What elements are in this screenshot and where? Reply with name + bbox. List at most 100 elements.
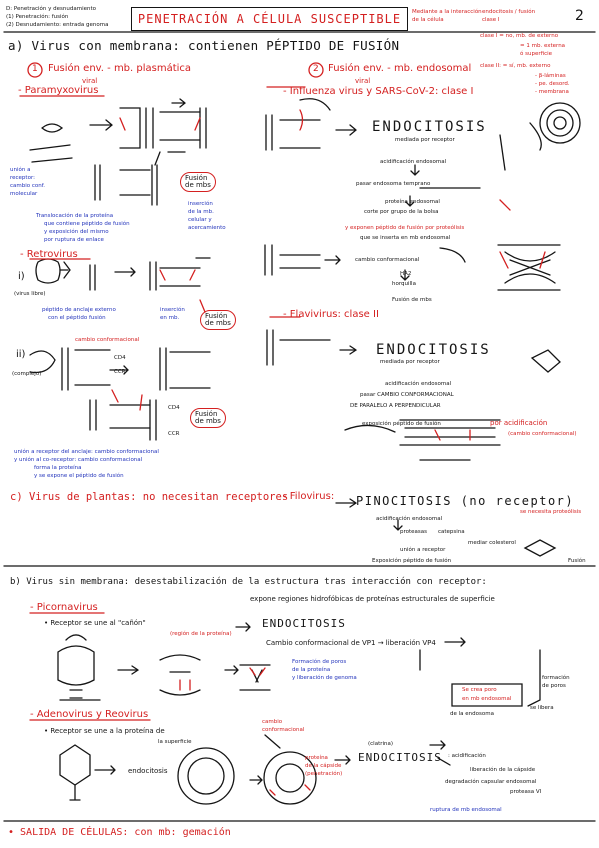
vp-red-1: Se crea poro <box>462 687 497 693</box>
right-fusion-title: Fusión env. - mb. endosomal <box>328 63 472 74</box>
side-note-4: clase I <box>482 17 500 23</box>
clatrina-label: (clatrina) <box>368 741 394 747</box>
footer-salida: • SALIDA DE CÉLULAS: con mb: gemación <box>8 827 231 838</box>
degradacion-label: degradación capsular endosomal <box>445 779 537 785</box>
influenza-heading: - Influenza virus y SARS-CoV-2: clase I <box>283 86 474 97</box>
filovirus-heading: - Filovirus: <box>283 491 335 502</box>
formacion-2: de poros <box>542 683 566 689</box>
side-note-2: de la célula <box>412 17 444 23</box>
clase-note-4: clase II: = sí, mb. externo <box>480 63 551 69</box>
fusion-note-4: acercamiento <box>188 225 226 231</box>
picorna-note: • Receptor se une al "cañón" <box>44 619 146 627</box>
acidif2-label: acidificación endosomal <box>385 381 452 387</box>
transloc-note-4: por ruptura de enlace <box>44 237 104 243</box>
clase-note-3: ó superficie <box>520 51 553 57</box>
formacion-1: formación <box>542 675 570 681</box>
label-two: 2 <box>313 64 319 74</box>
section-b-heading: b) Virus sin membrana: desestabilización… <box>10 577 487 587</box>
acidif-sub: pasar endosoma temprano <box>356 181 431 187</box>
adeno-endocitosis: ENDOCITOSIS <box>358 751 442 764</box>
vp-note-3: y liberación de genoma <box>292 675 357 681</box>
ccr-label-1: CCR <box>114 369 126 375</box>
picorna-heading: - Picornavirus <box>30 602 98 613</box>
fusion-note-3: celular y <box>188 217 212 223</box>
cd4-label-1: CD4 <box>114 355 126 361</box>
exposicion-label: exposición péptido de fusión <box>362 421 441 427</box>
retro-i-note-2: con el péptido fusión <box>48 315 106 321</box>
side-note-1: Mediante a la interacción <box>412 9 482 15</box>
pino-sub: acidificación endosomal <box>376 516 443 522</box>
prot-endo-label: proteína endosomal <box>385 199 440 205</box>
endo-small-label: endocitosis <box>128 767 168 775</box>
fusion-box-2-line1: Fusión <box>205 312 228 320</box>
cambio-conf-b-2: conformacional <box>262 727 305 733</box>
fusion-box-3-line1: Fusión <box>195 410 218 418</box>
exponen-label: y exponen péptido de fusión por proteóli… <box>345 225 465 231</box>
clase-note-1: clase I = no, mb. de externo <box>480 33 559 39</box>
cambios-label: cambio conformacional <box>355 257 420 263</box>
retro-note-2: y unión al co-receptor: cambio conformac… <box>14 457 143 463</box>
vp-note-2: de la proteína <box>292 667 331 673</box>
retro-ii-sub: (complejo) <box>12 371 42 377</box>
left-fusion-title: Fusión env. - mb. plasmática <box>48 63 192 74</box>
retro-i-note-1: péptido de anclaje externo <box>42 307 116 313</box>
receptor-note-2: receptor: <box>10 175 35 181</box>
receptor-note-4: molecular <box>10 191 38 197</box>
retro-i-sub: (virus libre) <box>14 291 46 297</box>
proteasas-sub2: mediar colesterol <box>468 540 516 546</box>
cambio-conf-b-1: cambio <box>262 719 283 725</box>
picorna-note-2: (región de la proteína) <box>170 631 232 637</box>
retro-i-note-4: en mb. <box>160 315 180 321</box>
fusion-box-3-line2: de mbs <box>195 417 221 425</box>
fusion-note-2: de la mb. <box>188 209 214 215</box>
retro-note-1: unión a receptor del anclaje: cambio con… <box>14 449 159 455</box>
page-title: PENETRACIÓN A CÉLULA SUSCEPTIBLE <box>131 7 408 31</box>
se-libera-2: de la endosoma <box>450 711 494 717</box>
horquilla-label: horquilla <box>392 281 416 287</box>
fusion-mbs-label: Fusión de mbs <box>392 297 432 303</box>
side-note-3: endocitosis / fusión <box>482 9 536 15</box>
fusion-box-1-line1: Fusión <box>185 174 208 182</box>
transloc-note-2: que contiene péptido de fusión <box>44 221 130 227</box>
pinocitosis-label: PINOCITOSIS (no receptor) <box>356 494 575 508</box>
acidif-b-label: : acidificación <box>448 753 486 759</box>
fusion-note-1: inserción <box>188 201 213 207</box>
endocitosis-sub-1: mediada por receptor <box>395 137 455 143</box>
endocitosis-sub-2: mediada por receptor <box>380 359 440 365</box>
section-a-heading: a) Virus con membrana: contienen PÉPTIDO… <box>8 38 400 53</box>
fusion-box-1-line2: de mbs <box>185 181 211 189</box>
receptor-note-3: cambio conf. <box>10 183 46 189</box>
picorna-endocitosis: ENDOCITOSIS <box>262 617 346 630</box>
cambio-conf2-label: pasar CAMBIO CONFORMACIONAL <box>360 392 454 398</box>
proteasas-label: proteasas <box>400 529 428 535</box>
fusion-box-2-line2: de mbs <box>205 319 231 327</box>
retro-i-label: i) <box>18 271 25 282</box>
proteolisis-red: se necesita proteólisis <box>520 509 582 515</box>
proteinas-red-1: proteína <box>305 755 328 761</box>
adeno-note-2: la superficie <box>158 739 192 745</box>
transloc-note-3: y exposición del mismo <box>44 229 109 235</box>
proteinas-red-3: (penetración) <box>305 771 343 777</box>
clase-note-7: - membrana <box>535 89 569 95</box>
adeno-note: • Receptor se une a la proteína de <box>44 727 165 735</box>
flavivirus-heading: - Flavivirus: clase II <box>283 309 379 320</box>
acidif-label: acidificación endosomal <box>380 159 447 165</box>
se-libera: se libera <box>530 705 554 711</box>
retro-heading: - Retrovirus <box>20 249 78 260</box>
cambio-vp1-label: Cambio conformacional de VP1 → liberació… <box>266 639 436 647</box>
retro-note-4: y se expone el péptido de fusión <box>34 473 124 479</box>
vp-red-2: en mb endosomal <box>462 696 512 702</box>
despues-label: liberación de la cápside <box>470 767 536 773</box>
clase-note-2: = 1 mb. externa <box>520 43 566 49</box>
fusion-box-1: Fusión de mbs <box>180 172 216 192</box>
corte2-label: que se inserta en mb endosomal <box>360 235 451 241</box>
section-b-heading-2: expone regiones hidrofóbicas de proteína… <box>250 595 495 603</box>
acidificacion-red: por acidificación <box>490 419 548 427</box>
cd4-label-2: CD4 <box>168 405 180 411</box>
clase-note-5: - β-láminas <box>535 73 566 79</box>
ruptura-label: ruptura de mb endosomal <box>430 807 502 813</box>
paralelo-label: DE PARALELO A PERPENDICULAR <box>350 403 441 409</box>
corner-note-2: (1) Penetración: fusión <box>6 14 69 20</box>
